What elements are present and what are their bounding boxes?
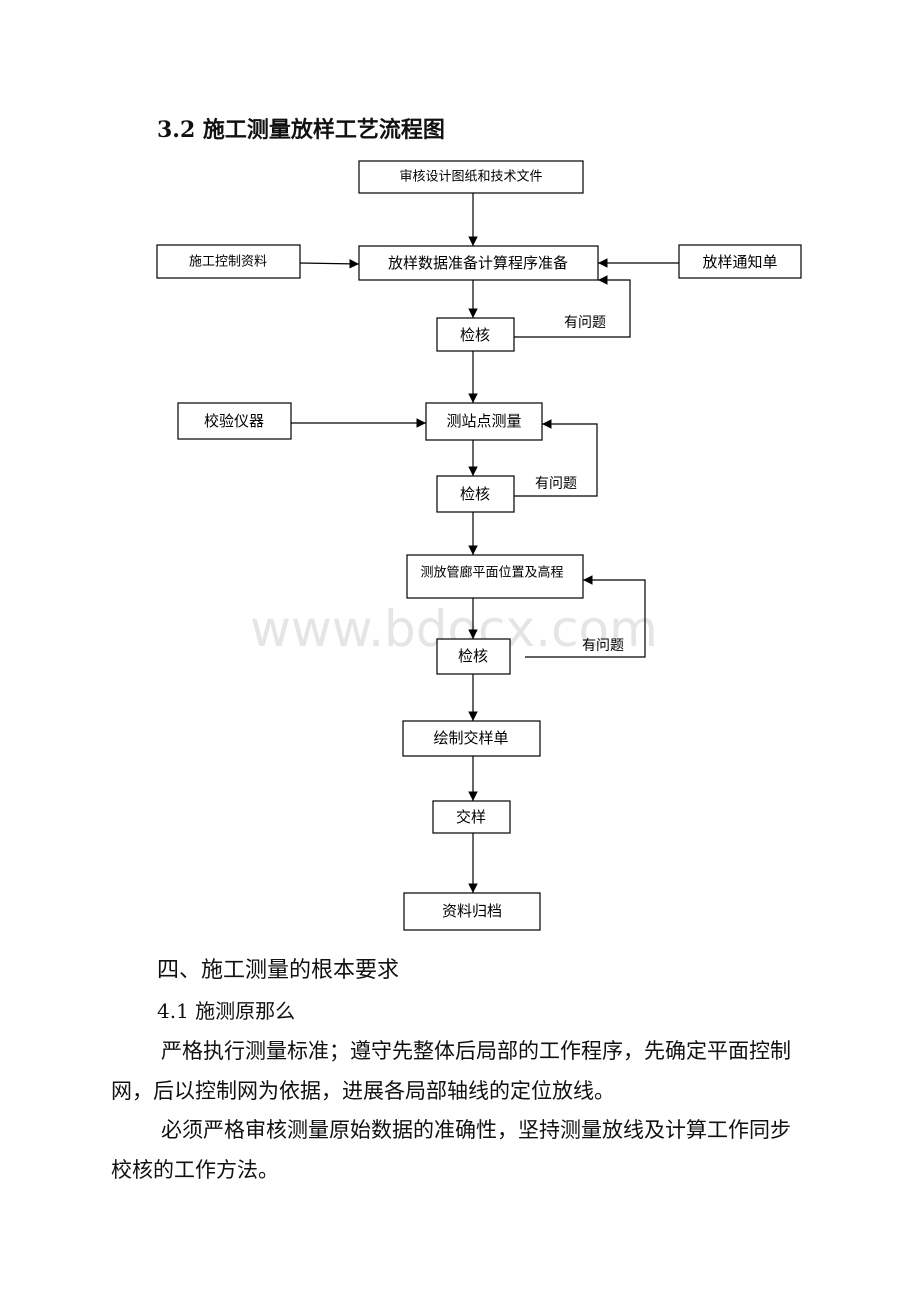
node-control-data-box bbox=[156, 244, 301, 279]
node-check2-box bbox=[436, 475, 515, 513]
node-calibrate-label: 校验仪器 bbox=[204, 412, 264, 430]
paragraph: 必须严格审核测量原始数据的准确性，坚持测量放线及计算工作同步校核的工作方法。 bbox=[111, 1118, 791, 1182]
node-calibrate-box bbox=[177, 402, 292, 440]
node-archive-label: 资料归档 bbox=[442, 902, 502, 920]
arrow-control-to-prep bbox=[299, 259, 360, 269]
paragraph: 严格执行测量标准；遵守先整体后局部的工作程序，先确定平面控制网，后以控制网为依据… bbox=[111, 1039, 791, 1103]
node-draw-box bbox=[402, 720, 541, 757]
node-control-data-label: 施工控制资料 bbox=[189, 255, 267, 270]
subsection-title: 4.1 施测原那么 bbox=[157, 999, 296, 1023]
node-measure-label: 测放管廊平面位置及高程 bbox=[420, 565, 563, 581]
node-measure-box bbox=[406, 554, 584, 599]
node-deliver-label: 交样 bbox=[456, 808, 486, 826]
node-deliver-box bbox=[432, 800, 511, 834]
node-station-box bbox=[425, 402, 543, 441]
node-notice-box bbox=[678, 244, 802, 279]
section-title: 3.2 施工测量放样工艺流程图 bbox=[157, 117, 445, 143]
node-check1-label: 检核 bbox=[460, 326, 490, 344]
loop2-line bbox=[514, 419, 598, 497]
chapter-title: 四、施工测量的根本要求 bbox=[157, 958, 400, 983]
node-review-label: 审核设计图纸和技术文件 bbox=[399, 170, 542, 185]
node-check1-box bbox=[436, 317, 515, 352]
node-check3-box bbox=[436, 638, 511, 675]
node-prep-label: 放样数据准备计算程序准备 bbox=[388, 254, 568, 272]
node-check3-label: 检核 bbox=[458, 647, 488, 665]
loop1-line bbox=[514, 275, 631, 338]
loop3-label: 有问题 bbox=[582, 638, 624, 654]
node-review-box bbox=[358, 160, 584, 194]
loop2-label: 有问题 bbox=[535, 476, 577, 492]
node-prep-box bbox=[358, 245, 599, 281]
loop1-label: 有问题 bbox=[564, 315, 606, 331]
node-draw-label: 绘制交样单 bbox=[433, 729, 508, 747]
loop3-line bbox=[525, 575, 646, 658]
node-station-label: 测站点测量 bbox=[446, 412, 521, 430]
flowchart: 审核设计图纸和技术文件 施工控制资料 放样数据准备计算程序准备 放样通知单 检核… bbox=[156, 160, 802, 931]
node-notice-label: 放样通知单 bbox=[702, 253, 777, 271]
node-archive-box bbox=[403, 892, 541, 931]
node-check2-label: 检核 bbox=[460, 485, 490, 503]
